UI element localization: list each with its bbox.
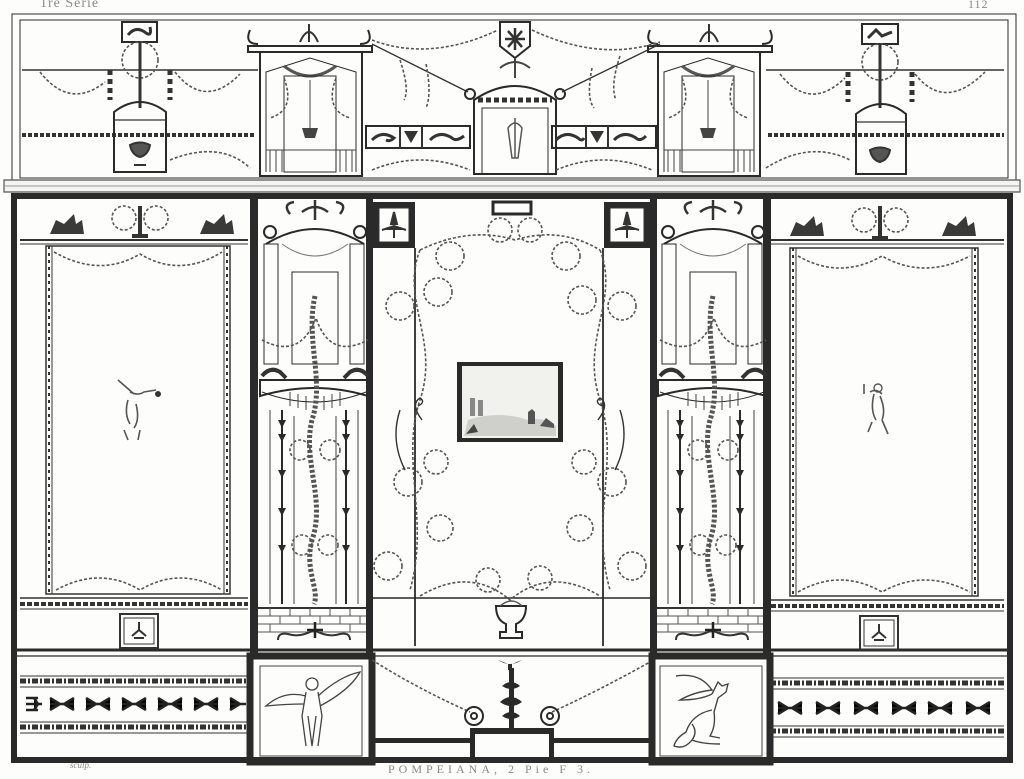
landscape-vignette (457, 362, 563, 442)
candelabrum-icon (498, 660, 522, 728)
cupid-figure (117, 379, 157, 441)
urn-icon (494, 605, 528, 639)
griffin-icon (50, 214, 84, 234)
center-panel (373, 200, 650, 646)
palmette-icon (131, 622, 147, 639)
seated-griffin-figure (673, 674, 729, 748)
dolphin-panels (365, 125, 657, 171)
griffin-icon (942, 216, 976, 236)
griffin-icon (200, 214, 234, 234)
series-label: 1re Série (40, 0, 100, 11)
palmette-icon (871, 624, 887, 641)
dado (20, 652, 1004, 766)
left-pier (258, 200, 370, 641)
right-panel (771, 206, 1004, 651)
palmette-tile-icon (381, 211, 407, 238)
engraver-signature: sculp. (70, 760, 92, 770)
lotus-row-left (26, 696, 246, 712)
plate-caption: POMPEIANA, 2 Pie F 3. (388, 762, 595, 776)
center-medallion (371, 21, 661, 175)
right-pier (657, 200, 768, 641)
right-aedicula (647, 24, 773, 177)
palmette-tile-icon (614, 211, 640, 238)
winged-genius-figure (264, 671, 362, 747)
plate-number: 112 (968, 0, 989, 11)
lotus-row-right (777, 700, 991, 716)
left-panel (20, 205, 248, 649)
griffin-icon (790, 216, 824, 236)
cupid-figure (863, 384, 889, 435)
left-aedicula (247, 24, 373, 177)
main-zone (11, 193, 1013, 763)
upper-frieze (3, 13, 1021, 193)
